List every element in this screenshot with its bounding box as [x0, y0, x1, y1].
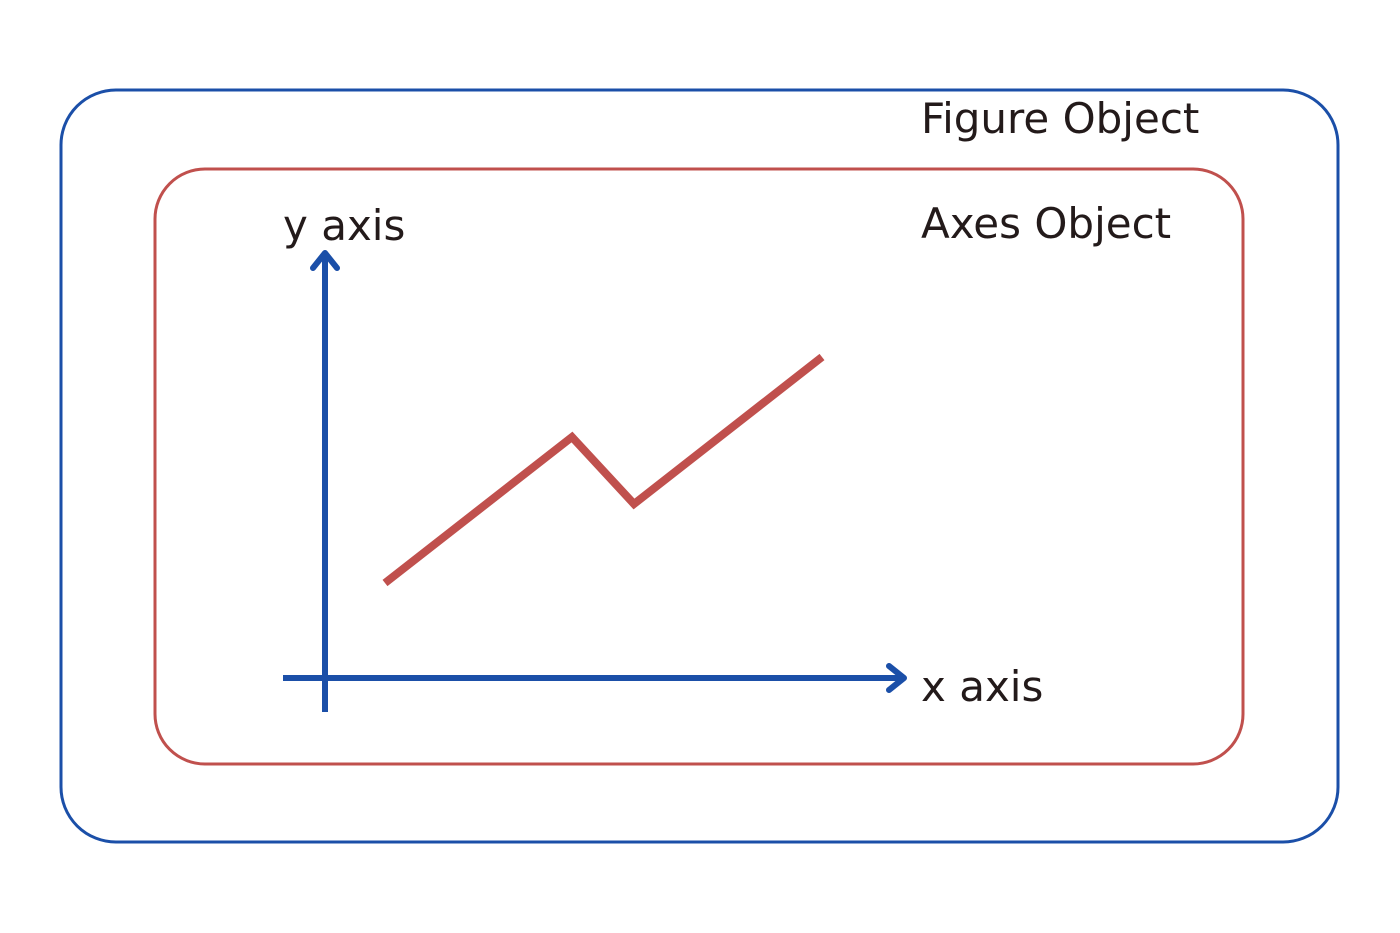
- x-axis-label: x axis: [921, 662, 1044, 711]
- figure-object-label: Figure Object: [921, 94, 1200, 143]
- x-axis-arrow-icon: [886, 663, 907, 693]
- y-axis-label: y axis: [283, 201, 406, 250]
- y-axis-arrow-icon: [310, 250, 340, 271]
- axes-object-border: [153, 167, 1245, 766]
- axes-object-label: Axes Object: [921, 199, 1172, 248]
- figure-object-border: [59, 88, 1340, 844]
- data-line: [382, 353, 825, 587]
